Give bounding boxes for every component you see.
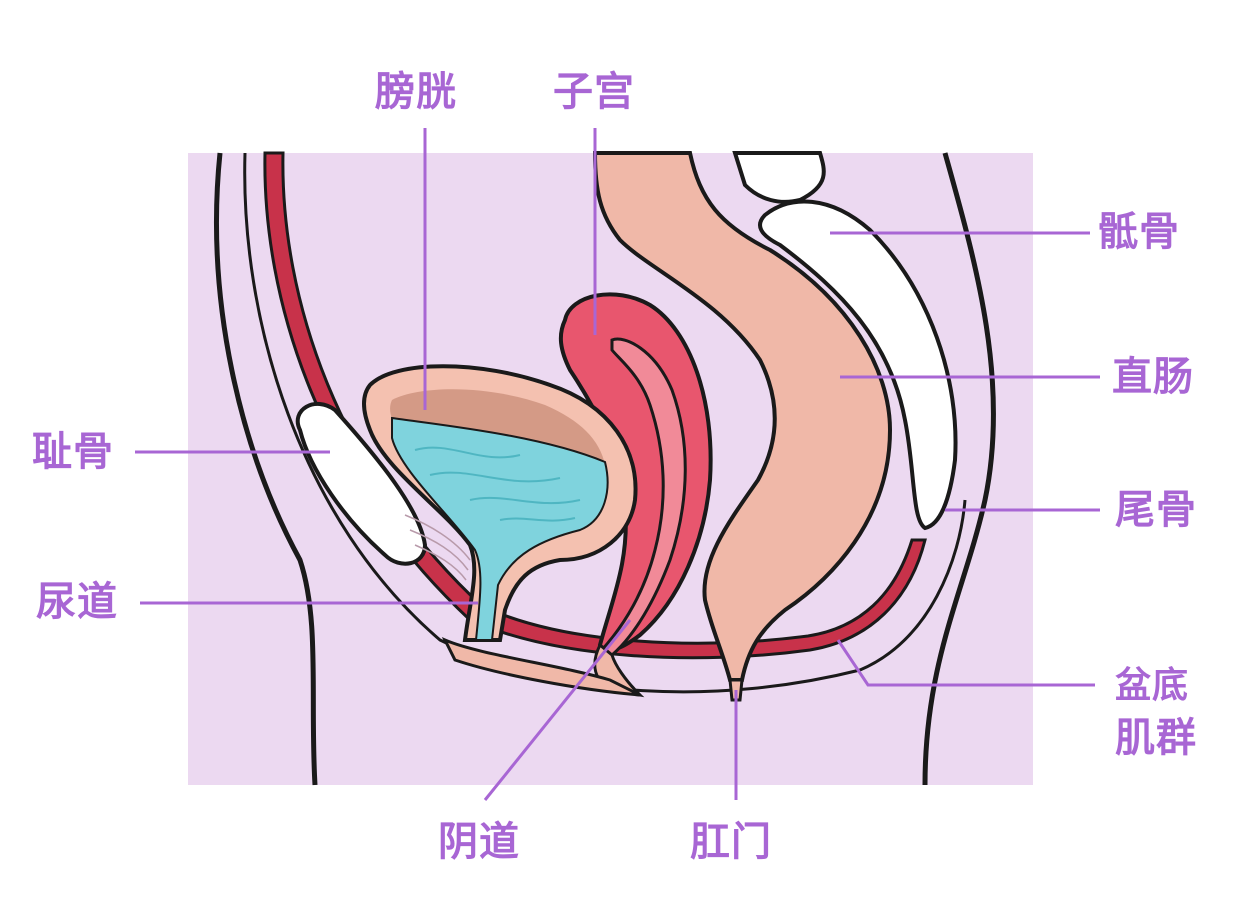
body-outline-back bbox=[922, 152, 996, 786]
label-uterus: 子宫 bbox=[553, 69, 635, 115]
label-anus: 肛门 bbox=[690, 819, 772, 865]
label-vagina: 阴道 bbox=[438, 819, 520, 865]
rectum-shape bbox=[592, 151, 893, 682]
label-coccyx: 尾骨 bbox=[1115, 487, 1197, 533]
body-outline-front bbox=[214, 152, 318, 786]
label-bladder: 膀胱 bbox=[375, 69, 457, 115]
leader-lines bbox=[135, 128, 1100, 801]
label-pelvic-floor-line2: 肌群 bbox=[1115, 715, 1197, 761]
label-rectum: 直肠 bbox=[1112, 354, 1194, 400]
label-urethra: 尿道 bbox=[36, 579, 118, 625]
ligament-lines bbox=[404, 514, 471, 581]
label-pubic-bone: 耻骨 bbox=[32, 429, 114, 475]
leader-line-vagina bbox=[483, 619, 632, 801]
leader-line-pelvic-floor bbox=[836, 639, 1095, 687]
sacrum-lower-shape bbox=[758, 199, 958, 531]
perineum bbox=[441, 637, 641, 697]
label-pelvic-floor-line1: 盆底 bbox=[1115, 665, 1190, 706]
label-sacrum: 骶骨 bbox=[1098, 209, 1180, 255]
urine-waves bbox=[414, 446, 581, 522]
pubic-bone-shape bbox=[295, 402, 428, 566]
